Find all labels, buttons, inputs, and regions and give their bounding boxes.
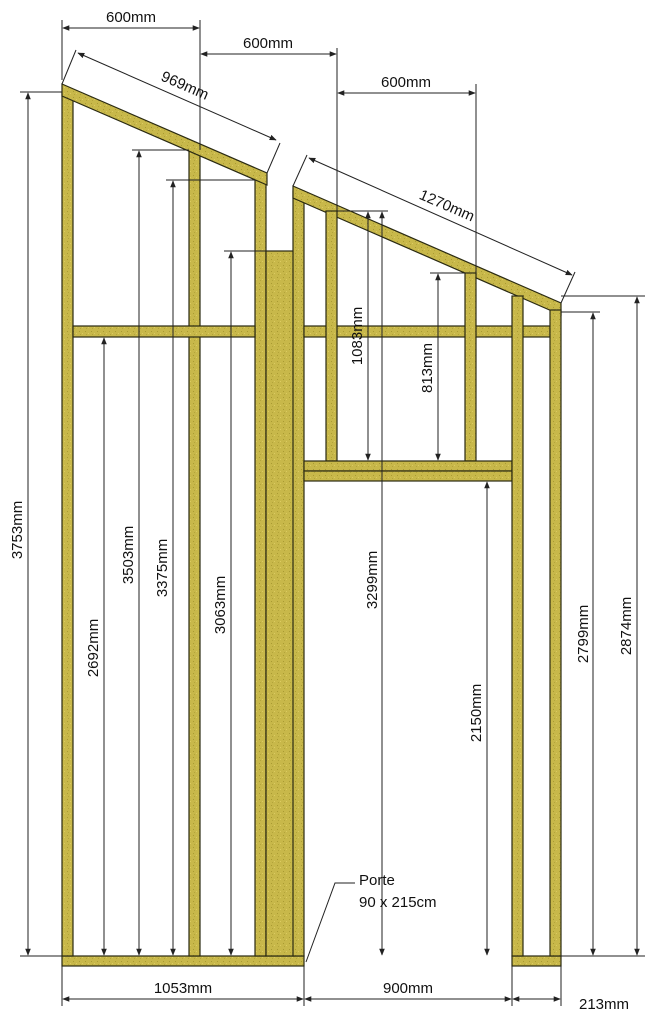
label-stud2-height: 3375mm bbox=[154, 539, 171, 597]
label-top-spacing-3: 600mm bbox=[381, 74, 431, 91]
label-door-frame-height: 2150mm bbox=[468, 684, 485, 742]
upper-stud-1 bbox=[325, 210, 338, 462]
right-stud bbox=[549, 309, 562, 957]
door-lintel-top bbox=[303, 460, 513, 472]
label-post-height: 3063mm bbox=[212, 576, 229, 634]
rafter-left bbox=[61, 83, 268, 186]
label-right-stud-height: 2799mm bbox=[575, 605, 592, 663]
center-post bbox=[265, 250, 295, 957]
door-lintel-bottom bbox=[303, 470, 513, 482]
stud-2 bbox=[188, 149, 201, 957]
bottom-plate-right bbox=[511, 955, 562, 967]
callout-door-size: 90 x 215cm bbox=[359, 894, 437, 911]
label-upper-stud-2: 813mm bbox=[419, 343, 436, 393]
label-rail-height: 2692mm bbox=[85, 619, 102, 677]
upper-stud-2 bbox=[464, 272, 477, 462]
label-right-total-height: 2874mm bbox=[618, 597, 635, 655]
label-top-spacing-1: 600mm bbox=[106, 9, 156, 26]
rail-left bbox=[72, 325, 256, 338]
label-stud1-height: 3503mm bbox=[120, 526, 137, 584]
timber-frame bbox=[61, 83, 562, 967]
label-door-stud-height: 3299mm bbox=[364, 551, 381, 609]
bottom-plate-left bbox=[61, 955, 305, 967]
door-stud-right bbox=[511, 295, 524, 957]
label-rafter-left: 969mm bbox=[158, 68, 211, 104]
label-top-spacing-2: 600mm bbox=[243, 35, 293, 52]
left-stud bbox=[61, 91, 74, 957]
label-bottom-door-width: 900mm bbox=[383, 980, 433, 997]
dimension-lines bbox=[20, 20, 645, 1006]
door-stud-left bbox=[292, 190, 305, 957]
dimension-labels: 600mm 600mm 600mm 969mm 1270mm 3753mm 26… bbox=[9, 9, 635, 1013]
callout-door-title: Porte bbox=[359, 872, 395, 889]
label-upper-stud-1: 1083mm bbox=[349, 307, 366, 365]
stud-3 bbox=[254, 179, 267, 957]
label-bottom-right-width: 213mm bbox=[579, 996, 629, 1013]
label-bottom-left-width: 1053mm bbox=[154, 980, 212, 997]
label-total-height: 3753mm bbox=[9, 501, 26, 559]
